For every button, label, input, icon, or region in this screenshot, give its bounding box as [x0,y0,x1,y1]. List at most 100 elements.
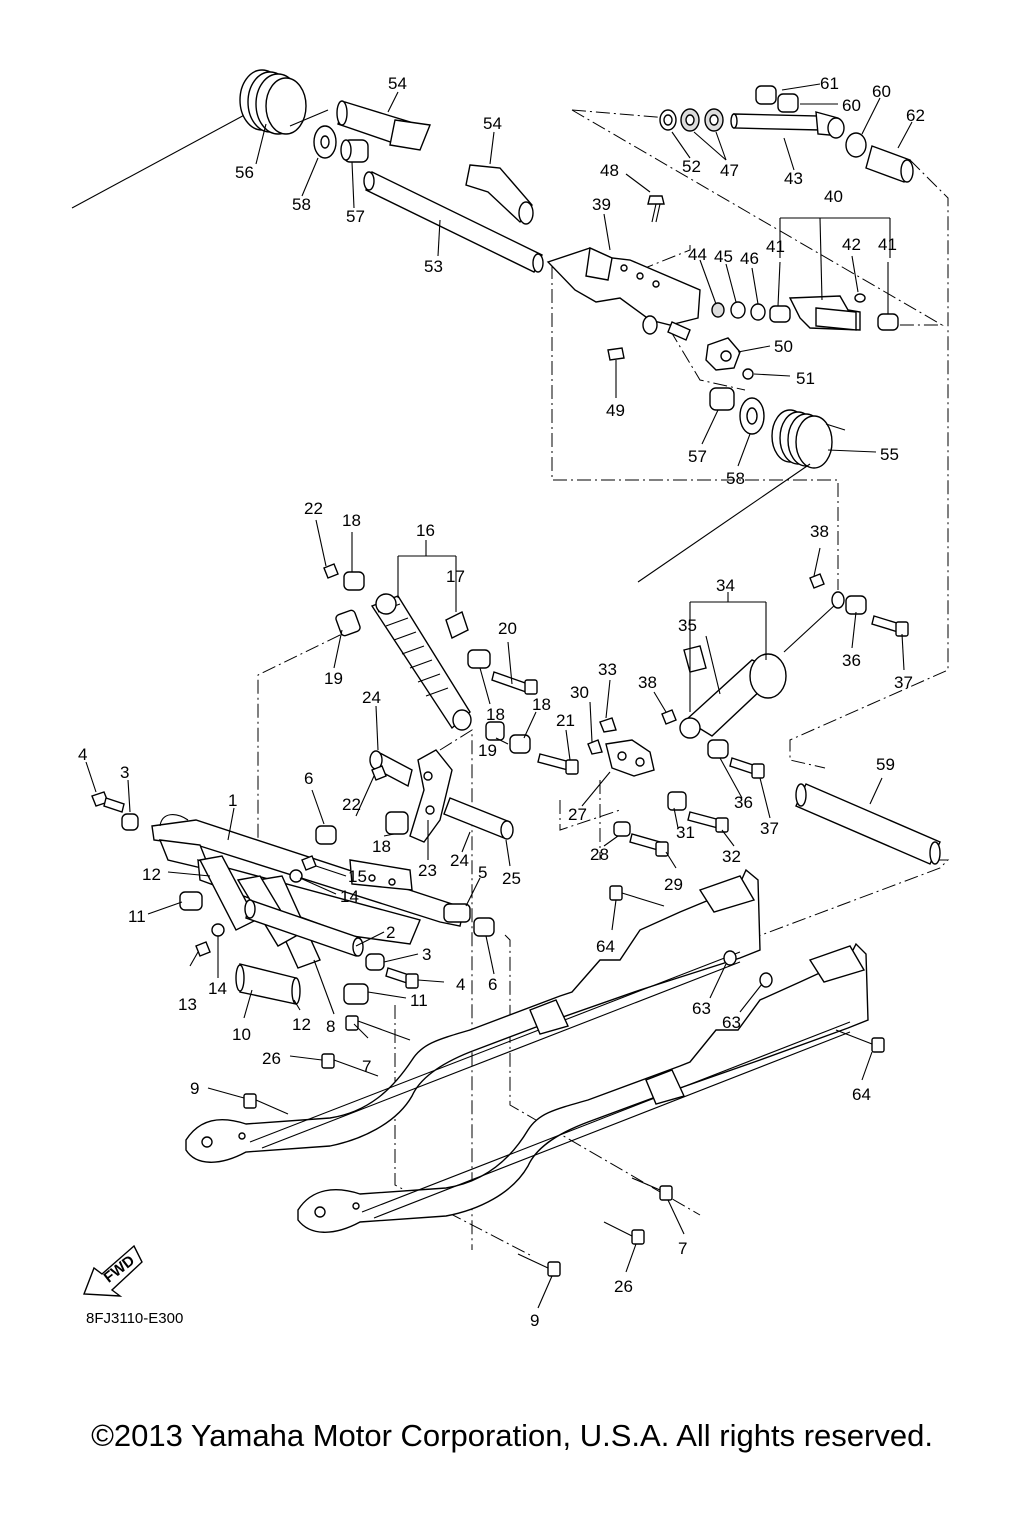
fwd-arrow-icon: FWD [83,1244,143,1297]
callout: 59 [876,755,895,774]
callout: 18 [372,837,391,856]
callout: 9 [530,1311,539,1330]
callout: 51 [796,369,815,388]
callout-numbers: 61 60 60 62 54 54 56 58 57 53 52 47 43 4… [78,74,925,1330]
callout: 32 [722,847,741,866]
callout: 36 [734,793,753,812]
callout: 10 [232,1025,251,1044]
callout: 62 [906,106,925,125]
callout: 19 [324,669,343,688]
callout: 12 [142,865,161,884]
shaft-59 [795,783,941,865]
callout: 4 [456,975,465,994]
callout: 11 [410,991,428,1010]
callout: 18 [532,695,551,714]
callout: 27 [568,805,587,824]
copyright-notice: ©2013 Yamaha Motor Corporation, U.S.A. A… [91,1418,933,1453]
washer-and-bushing-top-left [313,125,369,163]
callout: 35 [678,616,697,635]
callout: 41 [878,235,897,254]
callout: 22 [304,499,323,518]
torsion-spring-right [637,387,846,583]
callout: 28 [590,845,609,864]
callout: 60 [872,82,891,101]
callout: 15 [348,867,367,886]
right-shock-hardware [661,573,909,779]
callout: 41 [766,237,785,256]
callout: 9 [190,1079,199,1098]
shock-absorber-16 [370,593,472,731]
shackle-40-group [711,293,899,331]
callout: 18 [342,511,361,530]
callout: 13 [178,995,197,1014]
callout: 39 [592,195,611,214]
callout: 4 [78,745,87,764]
callout: 12 [292,1015,311,1034]
torsion-spring-left [71,69,329,209]
callout: 44 [688,245,707,264]
callout: 43 [784,169,803,188]
diagram-code: 8FJ3110-E300 [86,1310,183,1327]
callout: 5 [478,863,487,882]
callout: 33 [598,660,617,679]
callout: 7 [362,1057,371,1076]
parts-diagram: FWD 8FJ3110-E300 61 60 60 62 54 54 56 58… [71,69,950,1330]
bracket-23-rod-24 [369,749,514,843]
callout: 6 [488,975,497,994]
callout: 57 [346,207,365,226]
callout: 64 [852,1085,871,1104]
callout: 57 [688,447,707,466]
callout: 30 [570,683,589,702]
callout: 58 [292,195,311,214]
callout: 40 [824,187,843,206]
callout: 18 [486,705,505,724]
callout: 7 [678,1239,687,1258]
callout: 45 [714,247,733,266]
callout: 17 [446,567,465,586]
callout: 31 [676,823,695,842]
callout: 38 [638,673,657,692]
arm-39 [546,246,701,341]
bolt-48 [647,195,665,223]
callout: 52 [682,157,701,176]
callout: 20 [498,619,517,638]
callout: 29 [664,875,683,894]
callout: 37 [760,819,779,838]
callout: 14 [340,887,359,906]
callout: 46 [740,249,759,268]
top-right-shaft-group [659,85,914,183]
callout: 61 [820,74,839,93]
right-rail-bolts [517,885,885,1277]
callout: 26 [262,1049,281,1068]
callout: 64 [596,937,615,956]
callout: 42 [842,235,861,254]
callout: 6 [304,769,313,788]
callout: 2 [386,923,395,942]
bracket-27 [587,717,729,857]
leader-lines [85,83,913,1309]
slide-rail-right [297,942,869,1233]
callout: 8 [326,1017,335,1036]
callout: 22 [342,795,361,814]
slide-rail-left [185,868,761,1163]
callout: 50 [774,337,793,356]
shock-absorber-34 [679,591,845,739]
callout: 54 [388,74,407,93]
callout: 11 [128,907,146,926]
callout: 54 [483,114,502,133]
callout: 36 [842,651,861,670]
callout: 53 [424,257,443,276]
assembly-guide-lines [257,109,950,1256]
callout: 38 [810,522,829,541]
cam-50-clip-51-nut-49 [607,337,754,380]
callout: 48 [600,161,619,180]
callout: 25 [502,869,521,888]
callout: 37 [894,673,913,692]
collar-54 [336,100,534,225]
callout: 3 [120,763,129,782]
callout: 58 [726,469,745,488]
callout: 63 [722,1013,741,1032]
callout: 23 [418,861,437,880]
left-rail-bolts [243,1015,411,1115]
callout: 21 [556,711,575,730]
